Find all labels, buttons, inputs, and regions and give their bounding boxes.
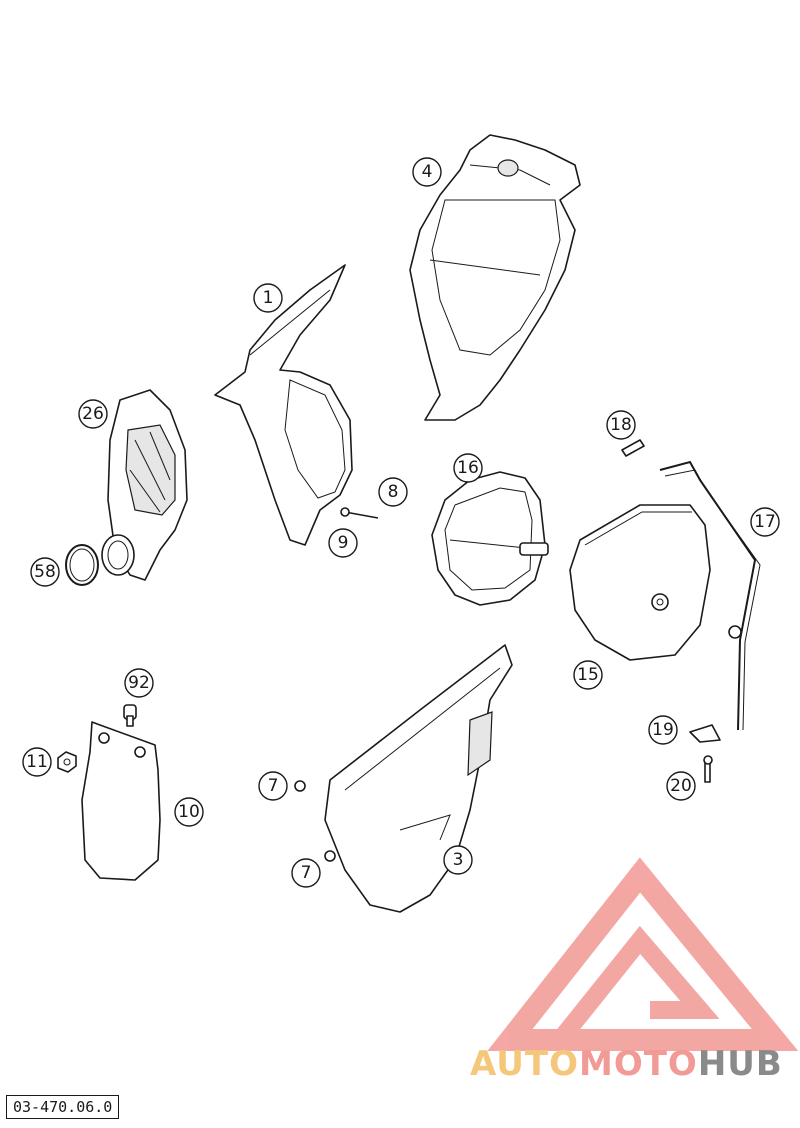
callout-15: 15 bbox=[573, 660, 603, 690]
svg-text:7: 7 bbox=[268, 776, 279, 796]
svg-text:7: 7 bbox=[301, 863, 312, 883]
watermark-logo-icon bbox=[487, 857, 799, 1051]
part-15-air-filter bbox=[569, 504, 711, 661]
drawing-code: 03-470.06.0 bbox=[6, 1095, 120, 1119]
watermark-part-hub: HUB bbox=[697, 1044, 783, 1084]
part-4-airbox-frame bbox=[409, 134, 581, 421]
callout-18: 18 bbox=[606, 410, 636, 440]
callout-19: 19 bbox=[648, 715, 678, 745]
part-19-clip bbox=[689, 724, 721, 743]
svg-text:10: 10 bbox=[178, 802, 200, 822]
svg-text:11: 11 bbox=[26, 752, 48, 772]
callout-11: 11 bbox=[22, 747, 52, 777]
part-11-nut bbox=[57, 751, 77, 773]
part-3-side-panel bbox=[324, 644, 513, 913]
svg-text:26: 26 bbox=[82, 404, 104, 424]
part-92-screw bbox=[123, 704, 137, 727]
callout-3: 3 bbox=[443, 845, 473, 875]
part-16-filter-cage bbox=[431, 471, 549, 606]
svg-text:3: 3 bbox=[453, 850, 464, 870]
watermark-part-moto: MOTO bbox=[578, 1044, 698, 1084]
callout-1: 1 bbox=[253, 283, 283, 313]
svg-text:17: 17 bbox=[754, 512, 776, 532]
svg-text:8: 8 bbox=[388, 482, 399, 502]
callout-20: 20 bbox=[666, 771, 696, 801]
part-20-bolt bbox=[703, 755, 713, 783]
part-58-hose-clamp bbox=[65, 544, 99, 586]
svg-text:20: 20 bbox=[670, 776, 692, 796]
part-17-filter-holder bbox=[659, 460, 761, 731]
callout-92: 92 bbox=[124, 668, 154, 698]
callout-4: 4 bbox=[412, 157, 442, 187]
callout-58: 58 bbox=[30, 557, 60, 587]
svg-text:92: 92 bbox=[128, 673, 150, 693]
callout-16: 16 bbox=[453, 453, 483, 483]
part-26-intake-boot bbox=[101, 389, 188, 581]
part-7-nuts bbox=[294, 780, 336, 862]
svg-text:58: 58 bbox=[34, 562, 56, 582]
svg-text:4: 4 bbox=[422, 162, 433, 182]
watermark-part-auto: AUTO bbox=[470, 1044, 579, 1084]
part-1-airbox-side bbox=[214, 264, 353, 546]
callout-26: 26 bbox=[78, 399, 108, 429]
svg-text:18: 18 bbox=[610, 415, 632, 435]
callout-8: 8 bbox=[378, 477, 408, 507]
svg-text:16: 16 bbox=[457, 458, 479, 478]
svg-text:19: 19 bbox=[652, 720, 674, 740]
watermark-text: AUTOMOTOHUB bbox=[470, 1044, 783, 1084]
part-8-9-screw bbox=[340, 507, 379, 519]
callout-7-lower: 7 bbox=[291, 858, 321, 888]
callout-7-upper: 7 bbox=[258, 771, 288, 801]
part-10-mud-flap bbox=[81, 721, 161, 881]
callout-17: 17 bbox=[750, 507, 780, 537]
part-18-pin bbox=[621, 439, 645, 457]
svg-text:1: 1 bbox=[263, 288, 274, 308]
callout-10: 10 bbox=[174, 797, 204, 827]
callout-9: 9 bbox=[328, 528, 358, 558]
svg-text:9: 9 bbox=[338, 533, 349, 553]
svg-text:15: 15 bbox=[577, 665, 599, 685]
